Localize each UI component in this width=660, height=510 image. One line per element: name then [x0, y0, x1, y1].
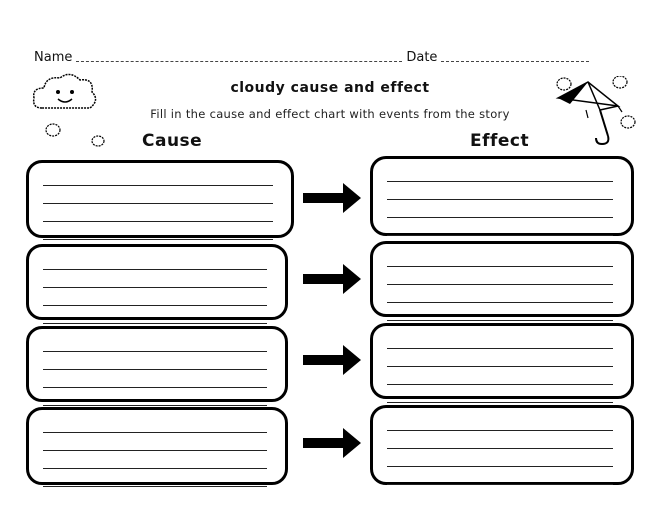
arrow-right-icon [303, 345, 361, 375]
name-label: Name [34, 50, 73, 65]
effect-box[interactable] [370, 323, 634, 403]
arrow-right-icon [303, 264, 361, 294]
date-field[interactable] [441, 60, 590, 62]
cause-box[interactable] [26, 326, 288, 406]
effect-heading: Effect [470, 131, 530, 151]
cause-box[interactable] [26, 407, 288, 487]
name-date-line: Name Date [34, 50, 593, 65]
arrow-right-icon [303, 428, 361, 458]
effect-box[interactable] [370, 156, 634, 236]
instructions: Fill in the cause and effect chart with … [150, 107, 510, 121]
effect-box[interactable] [370, 405, 634, 485]
name-field[interactable] [76, 60, 403, 62]
cause-box[interactable] [26, 160, 294, 240]
umbrella-icon [555, 76, 636, 146]
droplet-icon [45, 123, 61, 137]
cause-box[interactable] [26, 244, 288, 324]
date-label: Date [406, 50, 438, 65]
effect-box[interactable] [370, 241, 634, 321]
droplet-icon [91, 135, 105, 147]
page-title: cloudy cause and effect [230, 80, 430, 96]
arrow-right-icon [303, 183, 361, 213]
cloud-face-icon [32, 73, 97, 109]
cause-heading: Cause [142, 131, 203, 151]
